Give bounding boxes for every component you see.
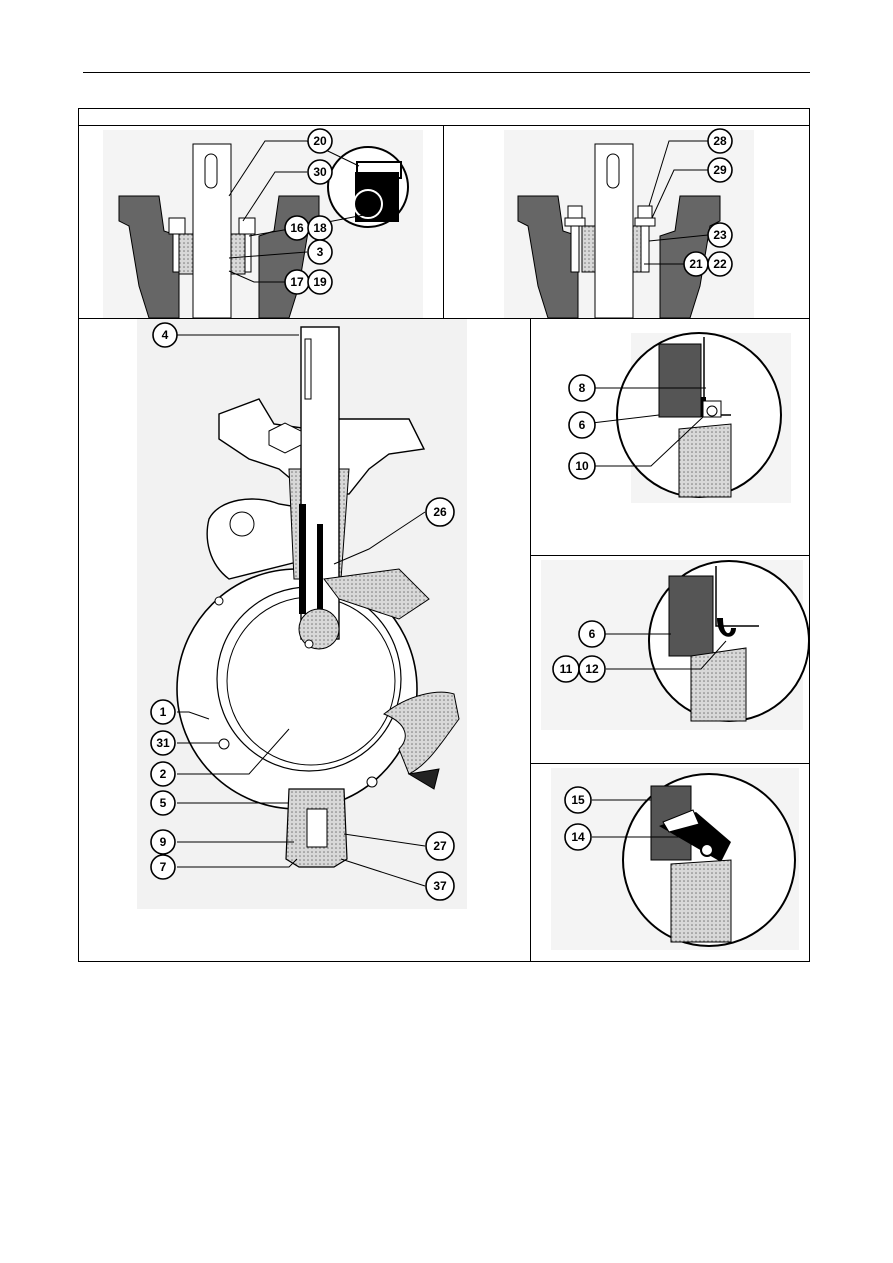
callout-22: 22 [707,251,733,277]
callout-23: 23 [707,222,733,248]
svg-text:20: 20 [313,134,327,148]
svg-text:2: 2 [160,767,167,781]
svg-text:22: 22 [713,257,727,271]
svg-text:1: 1 [160,705,167,719]
svg-text:21: 21 [689,257,703,271]
callout-31: 31 [150,730,176,756]
callout-1: 1 [150,699,176,725]
callout-16: 16 [284,215,310,241]
svg-text:19: 19 [313,275,327,289]
svg-text:26: 26 [433,505,447,519]
svg-text:29: 29 [713,163,727,177]
seal-detail-2-diagram [541,560,810,730]
callout-7: 7 [150,854,176,880]
svg-text:10: 10 [575,459,589,473]
callout-5: 5 [150,790,176,816]
callout-19: 19 [307,269,333,295]
svg-text:23: 23 [713,228,727,242]
svg-text:6: 6 [589,627,596,641]
seal-detail-1-diagram [574,332,791,503]
svg-text:12: 12 [585,662,599,676]
callout-11: 11 [552,655,580,683]
callout-10: 10 [568,452,596,480]
frame-divider-detail-2 [530,763,810,764]
callout-14: 14 [564,823,592,851]
callout-12: 12 [578,655,606,683]
callout-20: 20 [307,128,333,154]
svg-text:4: 4 [162,328,169,342]
svg-text:18: 18 [313,221,327,235]
svg-text:3: 3 [317,245,324,259]
svg-text:30: 30 [313,165,327,179]
svg-text:5: 5 [160,796,167,810]
callout-9: 9 [150,829,176,855]
callout-26: 26 [425,497,455,527]
svg-text:6: 6 [579,418,586,432]
svg-text:7: 7 [160,860,167,874]
callout-6-detail-2: 6 [578,620,606,648]
svg-text:9: 9 [160,835,167,849]
callout-27: 27 [425,831,455,861]
svg-text:37: 37 [433,879,447,893]
callout-6-detail-1: 6 [568,411,596,439]
callout-2: 2 [150,761,176,787]
frame-divider-middle [78,318,810,319]
callout-4: 4 [152,322,178,348]
svg-text:17: 17 [290,275,304,289]
frame-divider-right-column [530,318,531,962]
figure-frame [78,108,810,962]
callout-28: 28 [707,128,733,154]
callout-29: 29 [707,157,733,183]
svg-text:15: 15 [571,793,585,807]
callout-17: 17 [284,269,310,295]
butterfly-valve-diagram [137,319,467,909]
header-rule [83,72,810,73]
svg-text:16: 16 [290,221,304,235]
stem-packing-diagram [103,130,423,319]
seal-detail-3-diagram [551,768,799,950]
callout-8: 8 [568,374,596,402]
callout-3: 3 [307,239,333,265]
svg-text:31: 31 [156,736,170,750]
callout-15: 15 [564,786,592,814]
callout-21: 21 [683,251,709,277]
callout-30: 30 [307,159,333,185]
svg-text:28: 28 [713,134,727,148]
svg-text:14: 14 [571,830,585,844]
callout-37: 37 [425,871,455,901]
callout-18: 18 [307,215,333,241]
frame-divider-top-vertical [443,125,444,318]
svg-text:11: 11 [560,662,573,676]
frame-divider-detail-1 [530,555,810,556]
svg-text:27: 27 [433,839,447,853]
frame-divider-top [78,125,810,126]
svg-text:8: 8 [579,381,586,395]
